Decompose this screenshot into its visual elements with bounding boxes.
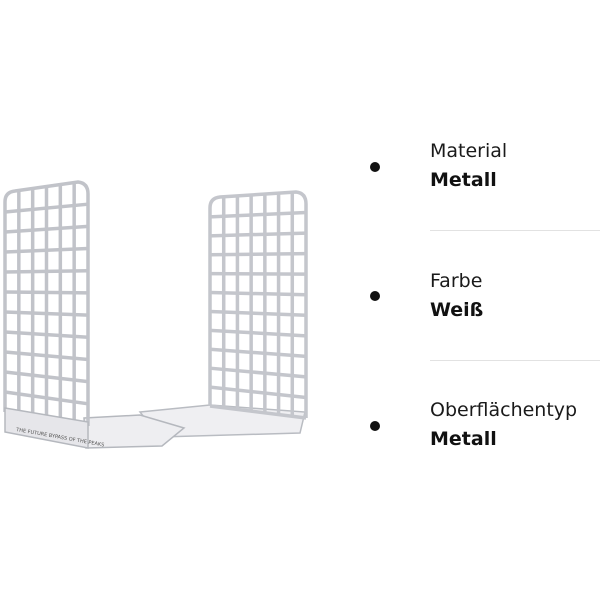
grid-wire-horizontal [4, 330, 89, 340]
bullet-icon [370, 162, 380, 172]
grid-frame [3, 180, 90, 426]
grid-wire-horizontal [209, 347, 307, 359]
left-bookend-grid [3, 180, 90, 428]
spec-value: Weiß [430, 299, 484, 321]
spec-color: Farbe Weiß [360, 230, 600, 361]
divider [430, 360, 600, 361]
spec-material: Material Metall [360, 100, 600, 231]
grid-wire-horizontal [4, 290, 89, 295]
grid-wire-horizontal [4, 350, 89, 362]
spec-value: Metall [430, 169, 497, 191]
spec-label: Oberflächentyp [430, 399, 578, 421]
grid-frame [208, 190, 308, 418]
grid-wire-horizontal [4, 202, 89, 214]
bullet-icon [370, 421, 380, 431]
grid-wire-horizontal [4, 224, 89, 234]
grid-wire-horizontal [209, 404, 307, 420]
bookend-product-image: THE FUTURE BYPASS OF THE PEAKS [3, 180, 308, 449]
grid-wire-horizontal [4, 370, 89, 384]
spec-surface-type: Oberflächentyp Metall [360, 360, 600, 490]
grid-wire-horizontal [209, 210, 307, 219]
right-bookend-grid [208, 190, 308, 420]
spec-label: Material [430, 140, 508, 162]
grid-wire-horizontal [209, 385, 307, 400]
spec-label: Farbe [430, 270, 483, 292]
grid-wire-horizontal [209, 271, 307, 276]
grid-wire-horizontal [4, 310, 89, 317]
grid-wire-horizontal [209, 366, 307, 379]
divider [430, 230, 600, 231]
grid-wire-horizontal [4, 246, 89, 254]
left-bookend-base-strip [4, 407, 89, 449]
grid-wire-horizontal [4, 390, 89, 406]
spec-list: Material Metall Farbe Weiß Oberflächenty… [360, 100, 600, 490]
grid-wire-horizontal [209, 251, 307, 257]
grid-wire-horizontal [209, 290, 307, 297]
grid-wire-horizontal [209, 328, 307, 338]
spec-value: Metall [430, 428, 497, 450]
grid-wire-horizontal [4, 268, 89, 274]
bullet-icon [370, 291, 380, 301]
grid-wire-horizontal [209, 231, 307, 238]
grid-wire-horizontal [209, 309, 307, 318]
